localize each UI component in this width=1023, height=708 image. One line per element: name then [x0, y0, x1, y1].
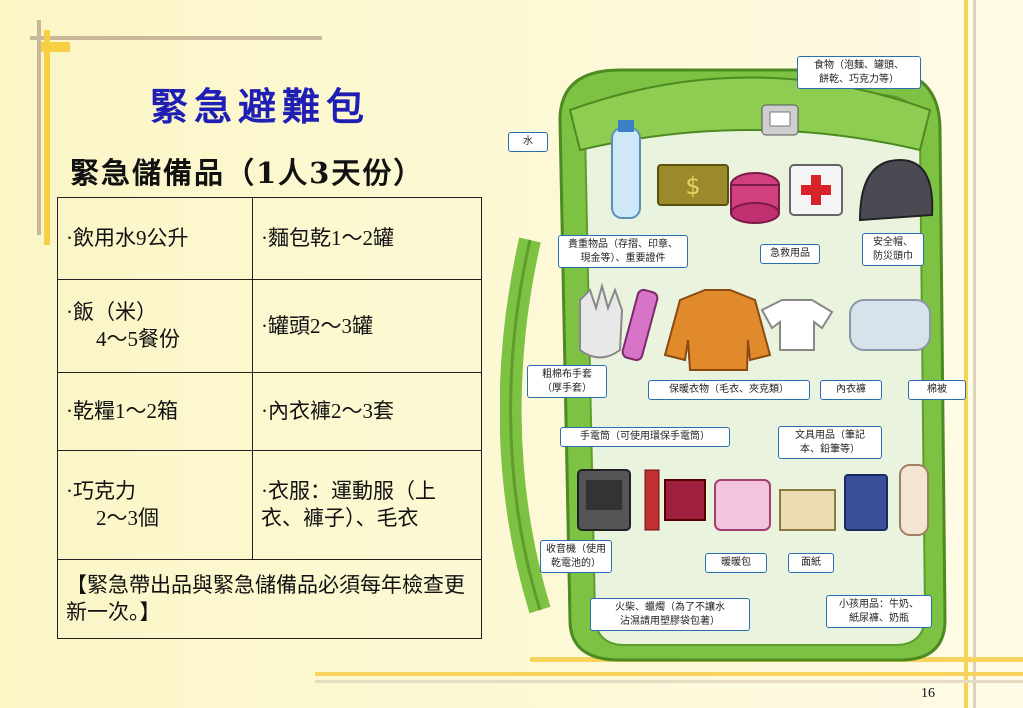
table-row: 【緊急帶出品與緊急儲備品必須每年檢查更新一次。】 — [57, 559, 482, 639]
cell-line: ·飯（米） — [66, 300, 157, 325]
label-baby: 小孩用品：牛奶、 紙尿褲、奶瓶 — [826, 595, 932, 628]
table-row: ·飲用水9公升 ·麵包乾1～2罐 — [57, 197, 482, 280]
table-row: ·乾糧1～2箱 ·內衣褲2～3套 — [57, 372, 482, 451]
page-number: 16 — [921, 686, 935, 701]
deco-line-bottom-3 — [315, 680, 1023, 683]
deco-line-right-2 — [973, 0, 976, 708]
deco-line-bottom-2 — [315, 672, 1023, 676]
label-stationery: 文具用品（筆記 本、鉛筆等） — [778, 426, 882, 459]
table-cell: ·巧克力 2～3個 — [57, 450, 253, 560]
table-cell: ·罐頭2～3罐 — [252, 279, 482, 373]
table-cell: ·飲用水9公升 — [57, 197, 253, 280]
heat-pack-icon — [714, 479, 771, 531]
cell-line: 4～5餐份 — [96, 327, 180, 351]
label-food: 食物（泡麵、罐頭、 餅乾、巧克力等） — [797, 56, 921, 89]
label-matches: 火柴、蠟燭（為了不讓水 沾濕請用塑膠袋包著） — [590, 598, 750, 631]
emergency-bag-illustration: $ 食物（泡麵、罐頭、 餅乾、巧克力等） — [499, 50, 980, 690]
label-gloves: 粗棉布手套 （厚手套） — [527, 365, 607, 398]
baby-bottle-icon — [899, 464, 929, 536]
bag-drawing: $ — [499, 68, 947, 662]
table-cell: ·飯（米） 4～5餐份 — [57, 279, 253, 373]
bag-flap — [568, 76, 932, 152]
deco-line-vertical-gold — [44, 30, 50, 245]
table-row: ·巧克力 2～3個 ·衣服：運動服（上衣、褲子）、毛衣 — [57, 450, 482, 560]
gloves-icon — [579, 282, 624, 359]
cell-line: 2～3個 — [96, 506, 159, 530]
deco-line-right-1 — [964, 0, 968, 708]
helmet-icon — [858, 158, 934, 222]
label-valuables: 貴重物品（存摺、印章、 現金等）、重要證件 — [558, 235, 688, 268]
svg-text:$: $ — [685, 172, 700, 200]
deco-line-vertical — [37, 20, 41, 235]
deco-block-gold — [40, 42, 70, 52]
label-underwear: 內衣褲 — [820, 380, 882, 400]
jacket-icon — [663, 289, 772, 371]
label-water: 水 — [508, 132, 548, 152]
table-note: 【緊急帶出品與緊急儲備品必須每年檢查更新一次。】 — [57, 559, 482, 639]
table-cell: ·內衣褲2～3套 — [252, 372, 482, 451]
label-blanket: 棉被 — [908, 380, 966, 400]
blanket-icon — [849, 299, 931, 351]
label-warm-clothes: 保暖衣物（毛衣、夾克類） — [648, 380, 810, 400]
tissue-icon — [779, 489, 836, 531]
table-row: ·飯（米） 4～5餐份 ·罐頭2～3罐 — [57, 279, 482, 373]
slide-title: 緊急避難包 — [150, 84, 371, 129]
table-cell: ·乾糧1～2箱 — [57, 372, 253, 451]
matches-icon — [664, 479, 706, 521]
label-flashlight: 手電筒（可使用環保手電筒） — [560, 427, 730, 447]
cell-line: ·巧克力 — [66, 479, 136, 504]
label-tissue: 面紙 — [788, 553, 834, 573]
table-cell: ·衣服：運動服（上衣、褲子）、毛衣 — [252, 450, 482, 560]
supplies-table: ·飲用水9公升 ·麵包乾1～2罐 ·飯（米） 4～5餐份 ·罐頭2～3罐 ·乾糧… — [57, 197, 482, 639]
label-helmet: 安全帽、 防災頭巾 — [862, 233, 924, 266]
water-bottle-icon — [611, 127, 641, 219]
deco-line-horizontal — [30, 36, 322, 40]
notebook-icon — [844, 474, 888, 531]
label-heat-pack: 暖暖包 — [705, 553, 767, 573]
slide-subtitle: 緊急儲備品（1人3天份） — [70, 156, 425, 190]
label-first-aid: 急救用品 — [760, 244, 820, 264]
flashlight-icon — [621, 288, 659, 362]
cash-icon — [657, 164, 729, 206]
label-radio: 收音機（使用 乾電池的） — [540, 540, 612, 573]
table-cell: ·麵包乾1～2罐 — [252, 197, 482, 280]
candle-icon — [644, 469, 660, 531]
shirt-icon — [760, 299, 834, 351]
